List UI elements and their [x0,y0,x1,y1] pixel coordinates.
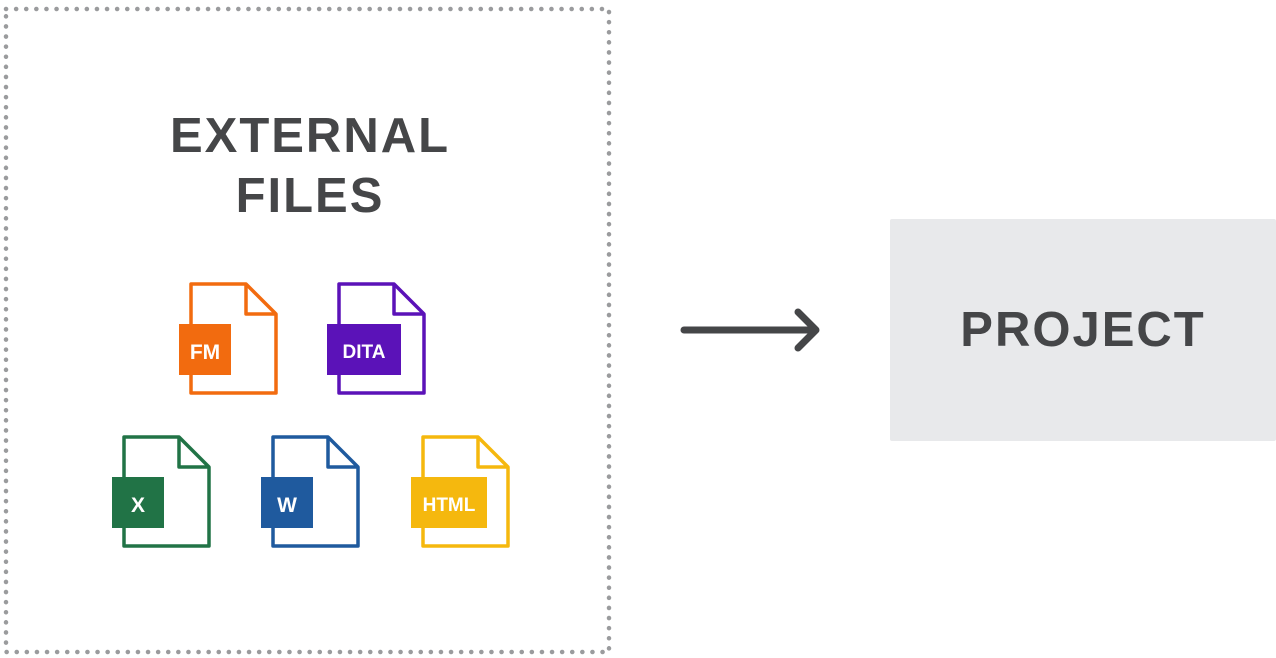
framemaker-file-icon: FM [174,281,284,401]
dita-file-label: DITA [342,342,386,363]
right-arrow-icon [680,308,820,352]
framemaker-file-label: FM [189,341,221,364]
external-title-line-1: EXTERNAL [169,109,451,163]
external-files-box: EXTERNAL FILES FM DITA [0,0,612,658]
html-file-label: HTML [422,495,476,516]
excel-file-icon: X [107,434,217,554]
project-label: PROJECT [960,303,1206,357]
word-file-label: W [277,494,297,517]
project-box: PROJECT [890,219,1276,441]
html-file-icon: HTML [406,434,516,554]
excel-file-label: X [130,494,145,517]
external-title-line-2: FILES [235,169,385,223]
word-file-icon: W [256,434,366,554]
dotted-border [3,6,612,655]
external-files-title: EXTERNAL FILES [0,106,620,226]
dita-file-icon: DITA [322,281,432,401]
